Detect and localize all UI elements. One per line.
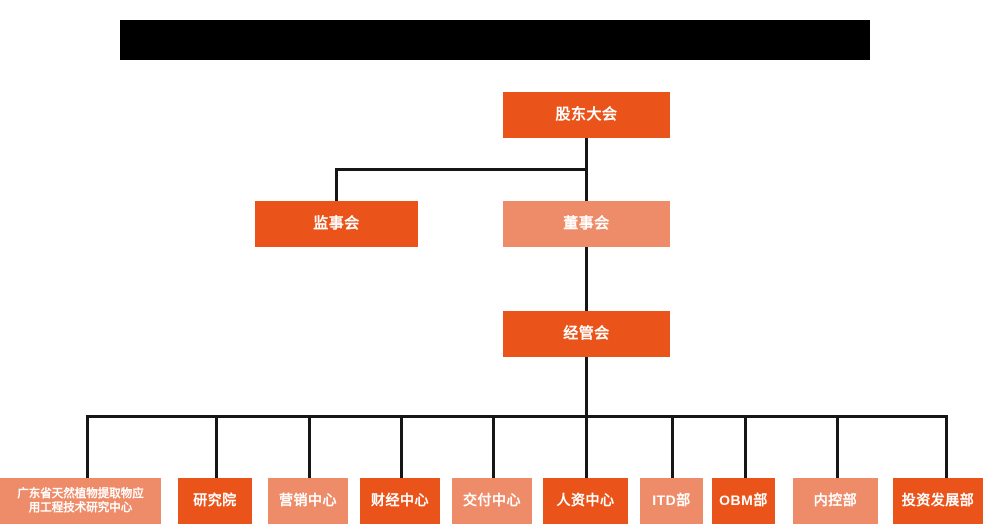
conn-drop-internal-control-department (836, 415, 839, 478)
node-label-management-committee: 经管会 (563, 324, 610, 342)
conn-drop-research-institute (215, 415, 218, 478)
node-delivery-center[interactable]: 交付中心 (452, 478, 532, 524)
node-label-board-of-directors: 董事会 (563, 214, 610, 232)
conn-drop-delivery-center (492, 415, 495, 478)
node-obm-department[interactable]: OBM部 (712, 478, 775, 524)
conn-drop-finance-center (400, 415, 403, 478)
node-investment-development-department[interactable]: 投资发展部 (893, 478, 983, 524)
conn-drop-guangdong-research-center (86, 415, 89, 478)
node-label-internal-control-department: 内控部 (813, 492, 858, 509)
node-label-delivery-center: 交付中心 (463, 492, 521, 509)
node-label-investment-development-department: 投资发展部 (901, 492, 975, 509)
node-label-research-institute: 研究院 (193, 492, 237, 509)
node-board-of-supervisors[interactable]: 监事会 (255, 201, 418, 247)
conn-supervisors-drop (335, 168, 338, 201)
node-board-of-directors[interactable]: 董事会 (503, 201, 670, 247)
node-internal-control-department[interactable]: 内控部 (793, 478, 878, 524)
node-label-finance-center: 财经中心 (371, 492, 429, 509)
conn-level2-bus (335, 168, 588, 171)
redacted-title-bar (120, 20, 870, 60)
node-label-board-of-supervisors: 监事会 (313, 214, 360, 232)
node-shareholders-meeting[interactable]: 股东大会 (503, 92, 670, 138)
conn-shareholders-down (585, 138, 588, 171)
node-label-itd-department: ITD部 (652, 492, 691, 509)
node-marketing-center[interactable]: 营销中心 (268, 478, 348, 524)
node-research-institute[interactable]: 研究院 (178, 478, 252, 524)
conn-drop-itd-department (671, 415, 674, 478)
conn-drop-marketing-center (308, 415, 311, 478)
node-label-marketing-center: 营销中心 (279, 492, 337, 509)
conn-directors-to-management (585, 247, 588, 311)
conn-management-down (585, 357, 588, 415)
node-label-shareholders-meeting: 股东大会 (555, 105, 618, 123)
conn-drop-hr-center (585, 415, 588, 478)
node-label-hr-center: 人资中心 (556, 492, 615, 509)
conn-drop-investment-development-department (945, 415, 948, 478)
node-finance-center[interactable]: 财经中心 (360, 478, 440, 524)
node-label-guangdong-research-center: 广东省天然植物提取物应用工程技术研究中心 (17, 487, 144, 514)
conn-level4-bus (86, 415, 948, 418)
node-management-committee[interactable]: 经管会 (503, 311, 670, 357)
node-hr-center[interactable]: 人资中心 (543, 478, 628, 524)
conn-drop-obm-department (744, 415, 747, 478)
node-guangdong-research-center[interactable]: 广东省天然植物提取物应用工程技术研究中心 (0, 478, 161, 524)
conn-directors-drop (585, 168, 588, 201)
node-itd-department[interactable]: ITD部 (640, 478, 703, 524)
node-label-obm-department: OBM部 (719, 492, 768, 509)
